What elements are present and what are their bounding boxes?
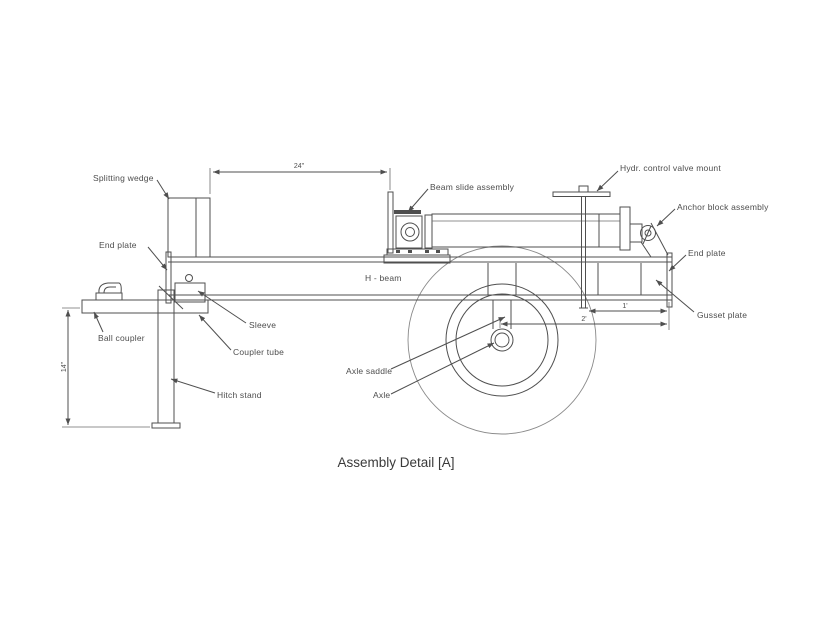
coupler-tube-shape (81, 299, 209, 314)
dim-stand-height: 14" (61, 307, 150, 428)
beam-slide-assembly-shape (383, 191, 451, 264)
dim-stroke-width-text: 24" (294, 163, 305, 170)
leader-anchor-block (656, 208, 676, 227)
sleeve-shape (174, 282, 206, 303)
rod-pin (400, 222, 420, 242)
leader-splitting-wedge (156, 179, 170, 200)
leader-axle-saddle (390, 316, 506, 370)
leader-hitch-stand (170, 378, 216, 394)
label-coupler-tube: Coupler tube (233, 347, 284, 357)
label-splitting-wedge: Splitting wedge (93, 173, 154, 183)
axle-saddle-shape (492, 300, 512, 329)
label-sleeve: Sleeve (249, 320, 276, 330)
rod-end-cap (619, 206, 631, 251)
hitch-stand-shape (151, 285, 184, 429)
label-axle-saddle: Axle saddle (346, 366, 392, 376)
rim-outer (445, 283, 559, 397)
leader-valve-mount (596, 170, 619, 192)
dim-stand-height-text: 14" (61, 361, 68, 372)
h-beam (168, 256, 672, 301)
drawing-title: Assembly Detail [A] (337, 455, 454, 470)
pusher-plate (387, 191, 394, 254)
label-anchor-block-assembly: Anchor block assembly (677, 202, 769, 212)
label-hydr-control-valve-mount: Hydr. control valve mount (620, 163, 721, 173)
leader-coupler-tube (198, 314, 232, 351)
dim-valve-to-end: 1' (589, 302, 670, 330)
leader-end-plate-right (668, 254, 687, 272)
dim-axle-to-end: 2' (499, 316, 667, 328)
pin-hole (185, 274, 193, 282)
hydraulic-cylinder (431, 206, 631, 251)
leader-ball-coupler (93, 311, 104, 333)
anchor-block-assembly-shape (629, 222, 669, 258)
label-h-beam: H - beam (365, 273, 402, 283)
label-ball-coupler: Ball coupler (98, 333, 145, 343)
leader-end-plate-left (147, 246, 168, 271)
leader-beam-slide (407, 188, 429, 213)
splitting-wedge-shape (167, 197, 211, 258)
leader-sleeve (197, 290, 247, 324)
end-plate-right-shape (666, 252, 673, 308)
leader-lines (93, 170, 695, 395)
leader-axle (390, 342, 495, 395)
label-beam-slide-assembly: Beam slide assembly (430, 182, 515, 192)
axle-hub (490, 328, 514, 352)
ball-coupler-shape (95, 282, 123, 300)
tire-outline (407, 245, 597, 435)
label-end-plate-right: End plate (688, 248, 726, 258)
wheel (407, 245, 597, 435)
dim-stroke-width: 24" (209, 163, 391, 194)
valve-mount-shape (552, 185, 611, 309)
dim-valve-to-end-text: 1' (622, 303, 627, 310)
label-end-plate-left: End plate (99, 240, 137, 250)
dim-axle-to-end-text: 2' (581, 316, 586, 323)
leader-gusset-plate (655, 279, 695, 313)
label-gusset-plate: Gusset plate (697, 310, 747, 320)
label-axle: Axle (373, 390, 390, 400)
rim-inner (455, 293, 549, 387)
label-hitch-stand: Hitch stand (217, 390, 262, 400)
